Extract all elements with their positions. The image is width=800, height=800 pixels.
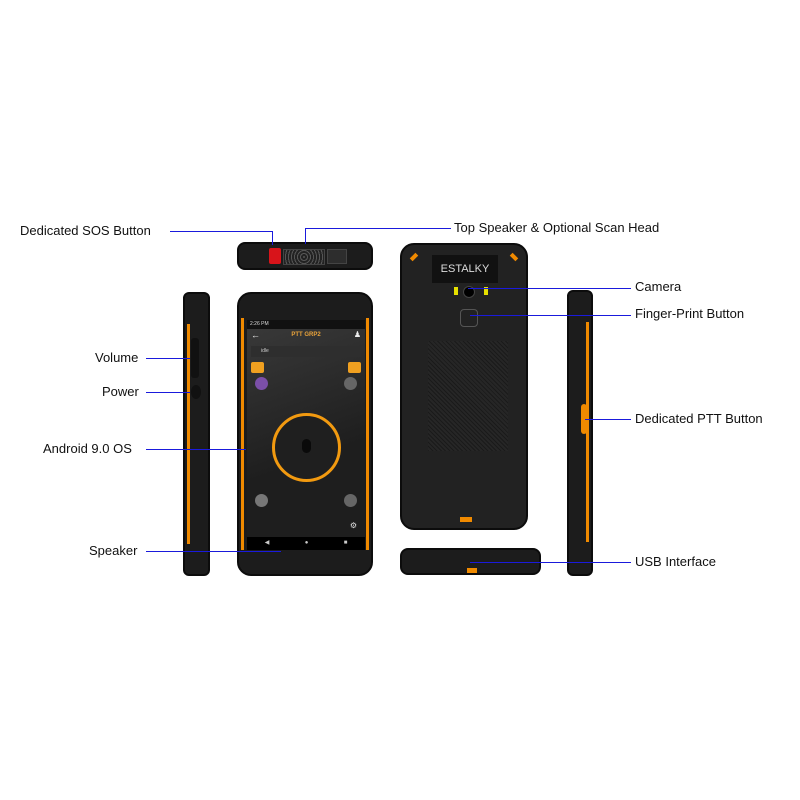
status-time: 2:26 PM [250, 321, 269, 327]
label-volume: Volume [95, 350, 139, 365]
label-fingerprint: Finger-Print Button [635, 306, 745, 321]
ptt-button [581, 404, 587, 434]
microphone-icon [302, 439, 311, 453]
label-top-speaker: Top Speaker & Optional Scan Head [454, 220, 660, 235]
power-toggle-icon[interactable] [344, 377, 357, 390]
brand-logo: ESTALKY [432, 255, 498, 283]
sos-button [269, 248, 281, 264]
device-left-side-view [183, 292, 210, 576]
contact-badge-left[interactable] [251, 362, 264, 373]
ptt-talk-button[interactable] [272, 413, 341, 482]
nav-back-icon[interactable]: ◀ [264, 540, 270, 546]
device-front-view: 2:26 PM ← PTT GRP2 ♟ idle ⚙ ◀ ● ■ [237, 292, 373, 576]
power-button [191, 385, 201, 399]
screen-title: PTT GRP2 [291, 332, 321, 338]
status-row: idle [251, 346, 361, 357]
volume-button [191, 338, 199, 378]
camera-app-icon[interactable] [344, 494, 357, 507]
scan-head [327, 249, 347, 264]
nav-bar: ◀ ● ■ [247, 537, 365, 550]
usb-port [467, 568, 477, 573]
label-ptt: Dedicated PTT Button [635, 411, 763, 426]
settings-gear-icon[interactable]: ⚙ [349, 521, 357, 530]
nav-recents-icon[interactable]: ■ [343, 540, 348, 546]
light-icon[interactable] [255, 377, 268, 390]
contact-badge-right[interactable] [348, 362, 361, 373]
fingerprint-button [460, 309, 478, 327]
label-usb: USB Interface [635, 554, 716, 569]
status-text: idle [261, 348, 269, 354]
device-bottom-view [400, 548, 541, 575]
device-right-side-view [567, 290, 593, 576]
label-camera: Camera [635, 279, 682, 294]
label-sos: Dedicated SOS Button [20, 223, 151, 238]
flash-right [484, 287, 488, 295]
back-speaker-panel [428, 341, 508, 451]
flash-left [454, 287, 458, 295]
label-android: Android 9.0 OS [43, 441, 132, 456]
label-speaker: Speaker [89, 543, 138, 558]
nav-home-icon[interactable]: ● [304, 540, 309, 546]
camera-lens [463, 286, 475, 298]
status-bar: 2:26 PM [247, 320, 365, 329]
sos-man-icon[interactable] [255, 494, 268, 507]
device-top-view [237, 242, 373, 270]
device-back-view: ESTALKY [400, 243, 528, 530]
label-power: Power [102, 384, 139, 399]
back-arrow-icon[interactable]: ← [251, 330, 260, 340]
users-icon[interactable]: ♟ [353, 330, 361, 339]
screen: 2:26 PM ← PTT GRP2 ♟ idle ⚙ ◀ ● ■ [247, 320, 365, 550]
top-speaker-grille [283, 249, 325, 265]
